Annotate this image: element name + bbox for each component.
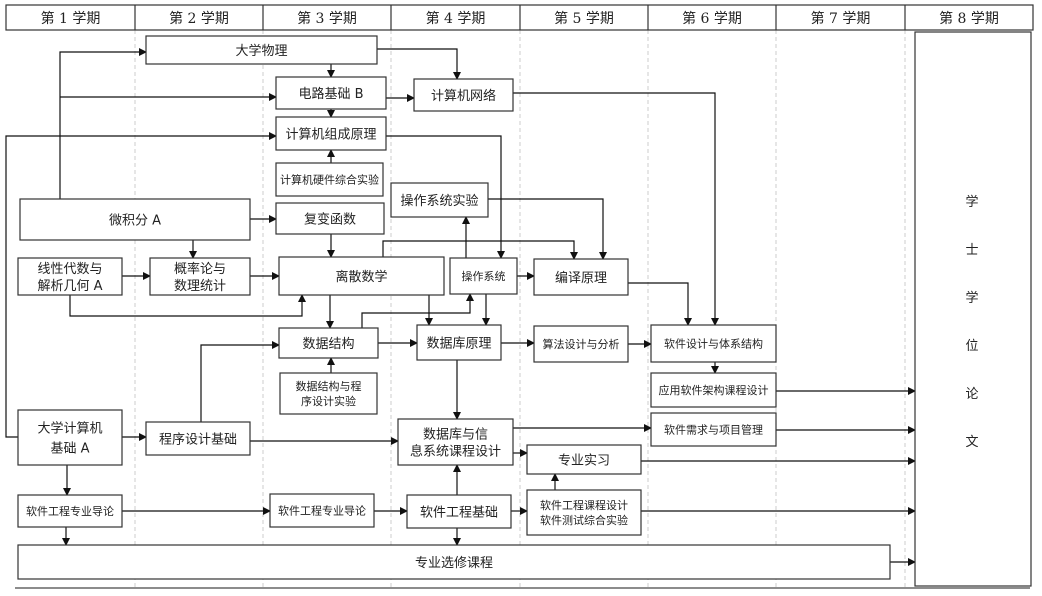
prerequisite-arrow [628,282,692,326]
course-calculus[interactable]: 微积分 A [19,198,251,241]
course-circuit[interactable]: 电路基础 B [275,76,387,110]
course-internship[interactable]: 专业实习 [526,444,642,475]
semester-label: 第 1 学期 [41,10,101,27]
course-label: 程序设计基础 [159,432,237,447]
semester-header: 第 1 学期 第 2 学期 第 3 学期 第 4 学期 第 5 学期 第 6 学期 第 7 … [5,4,1034,31]
thesis-char: 学 [965,194,978,210]
course-label: 数据库原理 [426,335,491,351]
prerequisite-arrow [361,293,474,328]
course-programming[interactable]: 程序设计基础 [145,421,251,456]
course-os[interactable]: 操作系统 [449,257,518,295]
course-label: 软件需求与项目管理 [664,423,763,437]
course-label: 软件工程专业导论 [26,504,114,518]
semester-label: 第 5 学期 [554,10,614,27]
course-algorithm[interactable]: 算法设计与分析 [533,325,629,363]
course-label: 线性代数与 [37,262,102,277]
prerequisite-arrow [5,132,277,438]
course-app-arch[interactable]: 应用软件架构课程设计 [650,372,777,408]
prerequisite-arrows [5,48,916,566]
prerequisite-arrow [69,294,306,317]
course-se-basics[interactable]: 软件工程基础 [406,494,512,529]
course-data-structure[interactable]: 数据结构 [278,327,379,359]
prerequisite-arrow [513,92,719,326]
prerequisite-arrow [377,48,461,80]
course-label: 软件工程专业导论 [278,504,366,518]
course-network[interactable]: 计算机网络 [413,78,514,112]
course-label: 电路基础 B [298,86,363,102]
course-se-intro-2[interactable]: 软件工程专业导论 [269,493,375,528]
course-label: 数据库与信 [423,426,488,442]
course-label: 概率论与 [174,261,226,277]
course-label: 软件工程基础 [420,505,498,520]
course-complex[interactable]: 复变函数 [275,202,385,235]
course-label: 专业实习 [558,453,610,468]
course-software-design[interactable]: 软件设计与体系结构 [650,324,777,363]
semester-label: 第 7 学期 [811,10,871,27]
thesis-char: 学 [965,290,978,306]
course-label: 专业选修课程 [415,556,493,571]
course-organization[interactable]: 计算机组成原理 [275,116,387,151]
course-label: 软件工程课程设计 [540,498,628,512]
course-se-intro-1[interactable]: 软件工程专业导论 [17,494,123,528]
thesis-char: 位 [965,339,978,354]
course-hardware-lab[interactable]: 计算机硬件综合实验 [275,162,384,197]
course-label: 息系统课程设计 [410,443,501,459]
semester-label: 第 4 学期 [426,10,486,27]
course-compiler[interactable]: 编译原理 [533,258,629,296]
course-label: 计算机网络 [431,88,496,104]
course-discrete[interactable]: 离散数学 [278,256,445,296]
semester-label: 第 6 学期 [682,10,742,27]
course-os-lab[interactable]: 操作系统实验 [390,182,489,218]
course-label: 序设计实验 [301,394,356,408]
course-label: 操作系统 [462,269,506,283]
prerequisite-arrow [386,135,505,259]
course-label: 数据结构 [302,337,354,352]
course-label: 数理统计 [174,279,226,294]
course-electives[interactable]: 专业选修课程 [17,544,891,580]
course-label: 微积分 A [109,213,161,228]
prerequisite-arrow [59,48,147,199]
course-label: 数据结构与程 [296,379,362,393]
course-label: 解析几何 A [37,278,102,294]
course-label: 大学计算机 [37,420,102,436]
thesis-char: 士 [965,243,978,258]
prerequisite-arrow [200,341,280,422]
prerequisite-arrow [488,198,607,260]
course-requirements[interactable]: 软件需求与项目管理 [650,412,777,447]
course-label: 操作系统实验 [400,193,478,209]
semester-label: 第 8 学期 [939,10,999,27]
course-label: 软件测试综合实验 [540,513,628,527]
course-label: 编译原理 [555,271,607,286]
course-label: 计算机硬件综合实验 [280,173,379,187]
course-label: 大学物理 [235,43,287,59]
course-label: 离散数学 [335,269,387,285]
course-label: 算法设计与分析 [543,337,620,351]
semester-label: 第 3 学期 [297,10,357,27]
prerequisite-arrow [382,240,578,260]
semester-label: 第 2 学期 [169,10,229,27]
course-label: 基础 A [50,441,89,456]
course-label: 应用软件架构课程设计 [659,383,769,397]
course-database[interactable]: 数据库原理 [416,324,502,361]
course-label: 复变函数 [304,211,356,227]
course-physics[interactable]: 大学物理 [145,35,378,65]
thesis-char: 文 [965,435,978,450]
thesis-char: 论 [965,387,978,402]
course-label: 软件设计与体系结构 [664,337,763,351]
course-label: 计算机组成原理 [285,127,376,142]
